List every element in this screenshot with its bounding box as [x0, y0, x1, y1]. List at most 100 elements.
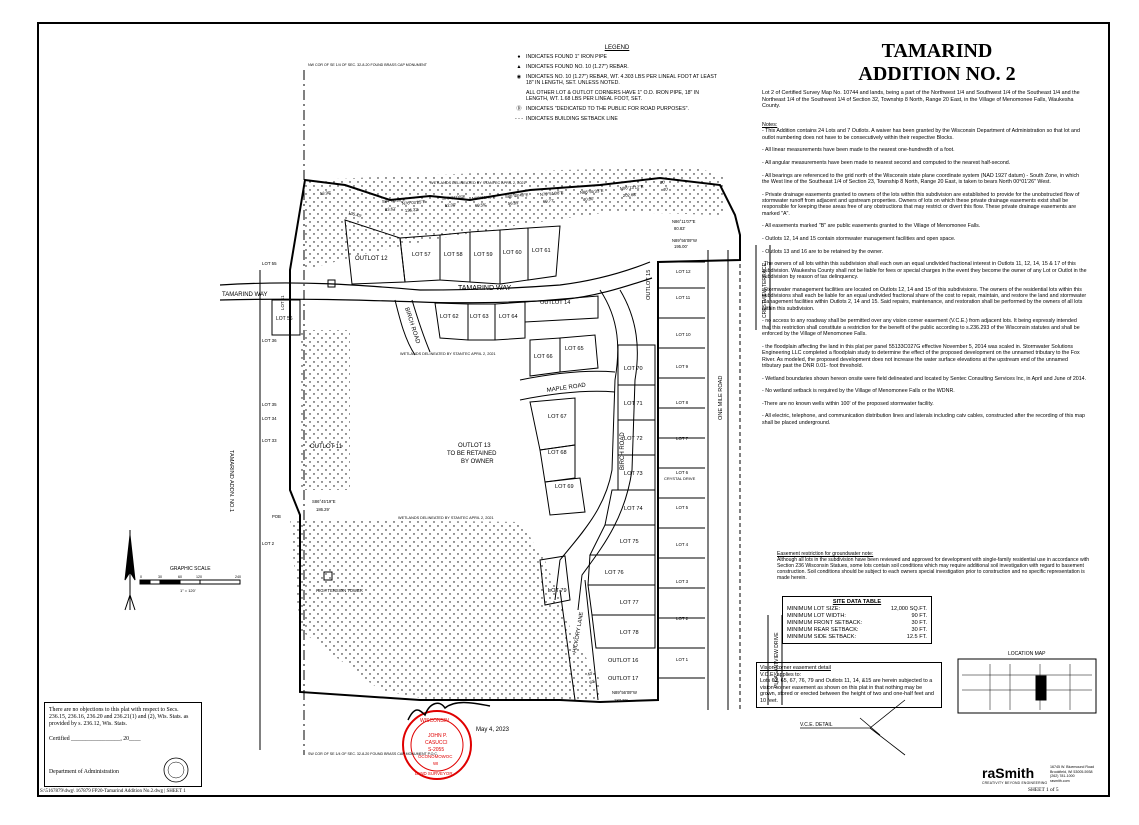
note-item: -There are no known wells within 100' of… — [762, 400, 934, 407]
dimension-label: 136.32' — [405, 207, 419, 213]
adjacent-lot-label: LOT 1 — [676, 657, 689, 662]
street-label: TAMARIND WAY — [458, 285, 511, 292]
firm-logo: raSmith — [982, 765, 1035, 781]
dept-label: Department of Administration — [49, 769, 119, 775]
adjacent-lot-label: LOT 6 — [676, 470, 689, 475]
site-data-label: MINIMUM FRONT SETBACK: — [787, 620, 863, 626]
found-pipe-icon: ● — [517, 54, 521, 60]
notes-heading: Notes: — [762, 122, 778, 128]
south-lots — [434, 295, 599, 341]
adjacent-lot-label: LOT 10 — [676, 332, 691, 337]
plat-description: Lot 2 of Certified Survey Map No. 10744 … — [762, 90, 1080, 110]
dimension-label: 53.90' — [320, 190, 332, 196]
address-line: (262) 781-1000 — [1050, 774, 1075, 779]
adjacent-lot-label: LOT 3 — [676, 579, 689, 584]
dimension-label: 60.77' — [543, 198, 555, 204]
legend-spacer — [512, 90, 526, 102]
street-label: BIRCH ROAD — [403, 307, 421, 345]
lot-label: LOT 64 — [499, 314, 518, 320]
dimension-label: S86°48'40"E — [505, 192, 529, 199]
vce-detail-label: V.C.E. DETAIL — [800, 722, 833, 728]
wetland-label: WETLANDS DELINEATED BY STANTEC APRIL 2, … — [400, 352, 496, 356]
file-path: S:\5167879\dwg\ 167879 FP20-Tamarind Add… — [40, 789, 186, 794]
certified-line: Certified _________________, 20____ — [49, 736, 141, 742]
site-data-table: SITE DATA TABLE MINIMUM LOT SIZE:12,000 … — [782, 596, 932, 644]
site-data-label: MINIMUM LOT WIDTH: — [787, 613, 846, 619]
center-lots — [529, 334, 599, 516]
wetland-area-west — [300, 330, 350, 490]
scale-tick-label: 0 — [140, 575, 142, 579]
site-data-value: 12,000 SQ.FT. — [890, 606, 927, 612]
adjacent-lot-label: LOT 9 — [676, 364, 689, 369]
site-data-value: 90 FT. — [911, 613, 927, 619]
adjacent-lot-label: LOT 4 — [676, 542, 689, 547]
street-label: ONE MILE ROAD — [718, 376, 724, 420]
vce-detail-drawing — [800, 699, 906, 756]
adjacent-lot-label: LOT 11 — [676, 295, 691, 300]
sheet-number: SHEET 1 of 5 — [1028, 787, 1059, 793]
graphic-scale-bar — [139, 579, 241, 585]
outlot-label: OUTLOT 11 — [310, 444, 343, 450]
tower-marker — [323, 571, 333, 581]
dimension-label: 195.00' — [674, 244, 688, 249]
note-item: - the floodplain affecting the land in t… — [762, 343, 1080, 370]
legend-item: ▲INDICATES FOUND NO. 10 (1.27") REBAR. — [512, 64, 722, 70]
seal-text: CASUCCI — [425, 740, 448, 746]
note-item: - This Addition contains 24 Lots and 7 O… — [762, 128, 1080, 141]
outlot-label: TO BE RETAINED — [447, 451, 497, 457]
lot-label: LOT 62 — [440, 314, 459, 320]
firm-tagline: CREATIVITY BEYOND ENGINEERING — [982, 781, 1048, 785]
dimension-label: 56.89' — [508, 200, 520, 206]
note-item: -The owners of all lots within this subd… — [762, 261, 1087, 280]
lot-label: LOT 57 — [412, 252, 431, 258]
site-data-label: MINIMUM SIDE SETBACK: — [787, 634, 856, 640]
dimension-label: 135.43' — [348, 210, 363, 218]
adjacent-lot-label: LOT 35 — [262, 402, 277, 407]
lot-label: LOT 65 — [565, 346, 584, 352]
seal-text: S-2055 — [428, 747, 444, 753]
legend-item: ALL OTHER LOT & OUTLOT CORNERS HAVE 1" O… — [512, 90, 722, 102]
legend-item-text: INDICATES FOUND NO. 10 (1.27") REBAR. — [526, 64, 629, 70]
legend-item-text: INDICATES FOUND 1" IRON PIPE — [526, 54, 608, 60]
street-label: MAPLE ROAD — [546, 382, 586, 394]
lot-label: LOT 79 — [548, 588, 567, 594]
dimension-label: S70°31'00"E — [442, 194, 466, 201]
dimension-label: 60' — [589, 678, 596, 685]
title-line-2: ADDITION NO. 2 — [858, 63, 1016, 85]
misc-label: POB — [272, 514, 281, 519]
street-label: PLEASANTVIEW DRIVE — [774, 632, 780, 688]
site-data-row: MINIMUM LOT SIZE:12,000 SQ.FT. — [787, 606, 927, 613]
tamarind-way-road — [219, 261, 651, 291]
street-label: CRESTVIEW TERRACE — [762, 262, 768, 318]
groundwater-text: Although all lots in the subdivision hav… — [777, 557, 1090, 581]
lot-label: LOT 61 — [532, 248, 551, 254]
seal-text: LAND SURVEYOR — [415, 771, 453, 776]
lot-label: LOT 74 — [624, 506, 643, 512]
lot-label: LOT 76 — [605, 570, 624, 576]
note-item: - All angular measurements have been mad… — [762, 160, 1011, 166]
groundwater-heading: Easement restriction for groundwater not… — [777, 551, 874, 557]
birch-road-north — [394, 299, 416, 356]
lot-label: LOT 67 — [548, 414, 567, 420]
site-data-row: MINIMUM LOT WIDTH: 90 FT. — [787, 613, 927, 620]
dimension-label: S86°45'19"E — [312, 499, 336, 504]
legend-item-text: INDICATES BUILDING SETBACK LINE — [526, 116, 618, 122]
subdivision-boundary — [289, 176, 741, 704]
address-line: 16745 W. Bluemound Road — [1050, 765, 1094, 769]
dimension-label: 40' — [587, 670, 594, 677]
dimension-label: N86°11'07"E — [672, 219, 696, 224]
legend-item: - - -INDICATES BUILDING SETBACK LINE — [512, 116, 722, 122]
legend-box: LEGEND ●INDICATES FOUND 1" IRON PIPE ▲IN… — [512, 45, 722, 126]
vce-text: Lots 62, 65, 67, 76, 79 and Outlots 11, … — [760, 678, 934, 704]
note-item: - All linear measurements have been made… — [762, 147, 955, 154]
lot-label: LOT 66 — [534, 354, 553, 360]
lot-label: LOT 58 — [444, 252, 463, 258]
scale-tick-label: 240 — [235, 575, 241, 579]
adjacent-lot-label: LOT 2 — [262, 541, 275, 546]
maple-road — [519, 370, 616, 381]
site-data-row: MINIMUM SIDE SETBACK:12.5 FT. — [787, 634, 927, 641]
east-lots — [539, 344, 656, 649]
site-data-row: MINIMUM REAR SETBACK:30 FT. — [787, 627, 927, 634]
misc-label: CRYSTAL DRIVE — [664, 476, 696, 481]
legend-item: ◉INDICATES NO. 10 (1.27") REBAR, WT. 4.3… — [512, 74, 722, 86]
